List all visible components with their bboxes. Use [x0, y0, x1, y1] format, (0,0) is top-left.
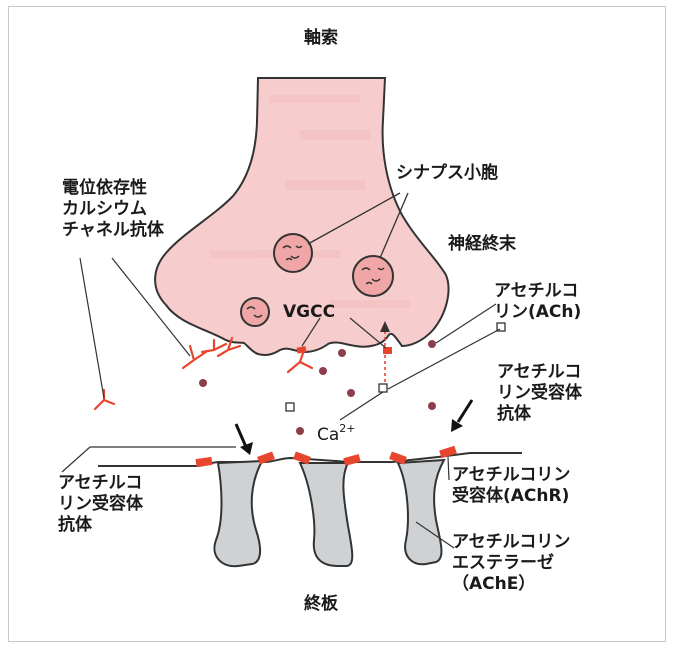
- vgcc-antibody-label: 電位依存性 カルシウム チャネル抗体: [62, 178, 164, 241]
- achr-antibody-left-label: アセチルコ リン受容体 抗体: [58, 473, 143, 536]
- calcium-ion: [199, 340, 436, 435]
- axon-label: 軸索: [304, 28, 338, 49]
- synaptic-vesicle: [241, 298, 269, 326]
- junctional-fold: [300, 463, 352, 566]
- achr-pointer: [448, 457, 449, 480]
- ache-label: アセチルコリン エステラーゼ （AChE）: [452, 532, 570, 595]
- endplate-label: 終板: [304, 594, 338, 615]
- vesicle-label: シナプス小胞: [396, 163, 498, 184]
- achr-label: アセチルコリン 受容体(AChR): [452, 465, 570, 507]
- nerve-terminal-label: 神経終末: [448, 234, 516, 255]
- vgcc-label: VGCC: [283, 302, 335, 323]
- antibody-pointer: [80, 258, 104, 398]
- junctional-fold: [214, 461, 262, 566]
- ach-label: アセチルコ リン(ACh): [494, 281, 581, 323]
- junctional-fold: [398, 460, 444, 564]
- calcium-pointer: [340, 392, 383, 420]
- synaptic-vesicle: [274, 234, 312, 272]
- calcium-label: Ca2+: [317, 422, 356, 445]
- achr-antibody-right-label: アセチルコ リン受容体 抗体: [497, 362, 582, 425]
- synaptic-vesicle: [353, 256, 393, 296]
